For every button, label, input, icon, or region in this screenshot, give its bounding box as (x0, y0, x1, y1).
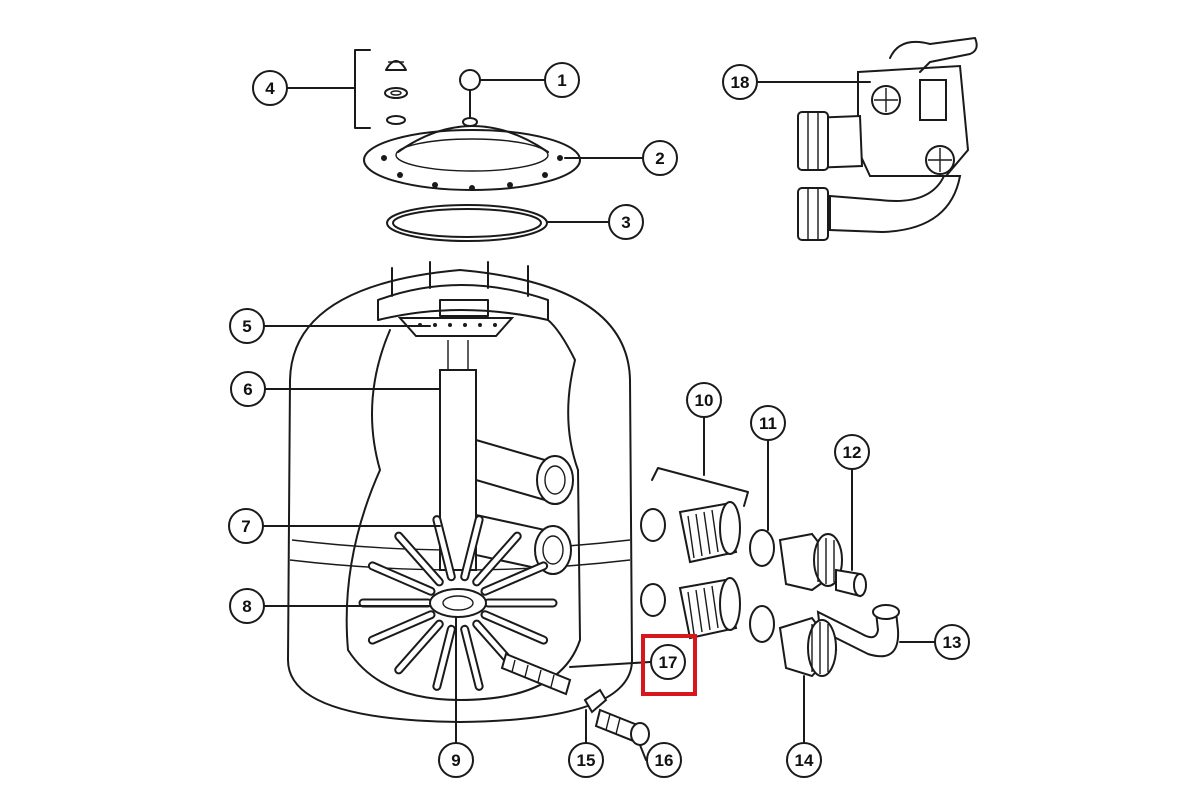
callout-circle (544, 62, 580, 98)
callout-17: 17 (650, 644, 686, 680)
callout-circle (438, 742, 474, 778)
lateral-arm-inner (369, 612, 434, 643)
lateral-arm-inner (434, 517, 454, 580)
callout-16: 16 (646, 742, 682, 778)
callout-circle (229, 308, 265, 344)
callout-3: 3 (608, 204, 644, 240)
lateral-arm-inner (396, 621, 442, 673)
callout-10: 10 (686, 382, 722, 418)
callout-circle (686, 382, 722, 418)
lateral-arm-inner (482, 563, 547, 594)
callout-number: 14 (795, 751, 814, 770)
lateral-arm-inner (434, 626, 454, 689)
lid-o-ring (386, 204, 548, 242)
callout-8: 8 (229, 588, 265, 624)
highlight-box (641, 634, 697, 696)
callout-4: 4 (252, 70, 288, 106)
callout-number: 1 (557, 71, 566, 90)
lateral-arm-inner (462, 626, 482, 689)
union-nut-lower (778, 616, 838, 678)
callout-5: 5 (229, 308, 265, 344)
callout-number: 7 (241, 517, 250, 536)
lateral-arm-inner (474, 533, 520, 585)
lateral-arm-inner (462, 517, 482, 580)
callout-number: 5 (242, 317, 251, 336)
union-fittings (640, 467, 900, 678)
callout-circle (252, 70, 288, 106)
callout-number: 9 (451, 751, 460, 770)
lateral-arm-inner (396, 533, 442, 585)
callout-number: 2 (655, 149, 664, 168)
callout-9: 9 (438, 742, 474, 778)
dome-lid (363, 125, 581, 191)
callout-2: 2 (642, 140, 678, 176)
callout-18: 18 (722, 64, 758, 100)
callout-number: 15 (577, 751, 596, 770)
bracket-10 (651, 467, 749, 507)
bracket-4 (354, 49, 371, 129)
callout-circle (834, 434, 870, 470)
small-parts-set (384, 60, 408, 125)
callout-circle (642, 140, 678, 176)
callout-circle (568, 742, 604, 778)
upper-lateral-pipe (475, 438, 574, 505)
filter-tank (287, 261, 633, 723)
lateral-arm-inner (369, 563, 434, 594)
callout-12: 12 (834, 434, 870, 470)
callout-circle (646, 742, 682, 778)
callout-number: 11 (759, 414, 777, 433)
callout-number: 18 (731, 73, 750, 92)
callout-circle (650, 644, 686, 680)
multiport-valve (797, 37, 978, 241)
drain-cap (594, 708, 650, 746)
callout-circle (230, 371, 266, 407)
callout-circle (722, 64, 758, 100)
callout-number: 8 (242, 597, 251, 616)
callout-number: 12 (843, 443, 862, 462)
lateral-hub (429, 588, 487, 618)
drain-port (583, 688, 608, 714)
callout-14: 14 (786, 742, 822, 778)
callout-number: 13 (943, 633, 962, 652)
leader-lines (262, 79, 936, 761)
callout-number: 6 (243, 380, 252, 399)
elbow-pipe (816, 604, 900, 658)
callout-11: 11 (750, 405, 786, 441)
union-nut-upper (778, 532, 867, 598)
air-release-knob (459, 69, 481, 127)
callout-number: 3 (621, 213, 630, 232)
callout-7: 7 (228, 508, 264, 544)
diffuser (397, 299, 515, 337)
callout-circle (228, 508, 264, 544)
callout-circle (786, 742, 822, 778)
callout-13: 13 (934, 624, 970, 660)
lateral-arm-inner (482, 612, 547, 643)
callout-circle (608, 204, 644, 240)
callout-number: 10 (695, 391, 714, 410)
callout-number: 4 (265, 79, 275, 98)
threaded-adaptor-upper (678, 501, 741, 564)
callout-1: 1 (544, 62, 580, 98)
callout-15: 15 (568, 742, 604, 778)
threaded-adaptor-lower (678, 577, 741, 640)
callout-circle (750, 405, 786, 441)
callout-number: 17 (659, 653, 678, 672)
callout-circle (934, 624, 970, 660)
callout-number: 16 (655, 751, 674, 770)
callout-circle (229, 588, 265, 624)
laterals (358, 515, 558, 691)
callout-6: 6 (230, 371, 266, 407)
drain-tube (500, 652, 572, 696)
